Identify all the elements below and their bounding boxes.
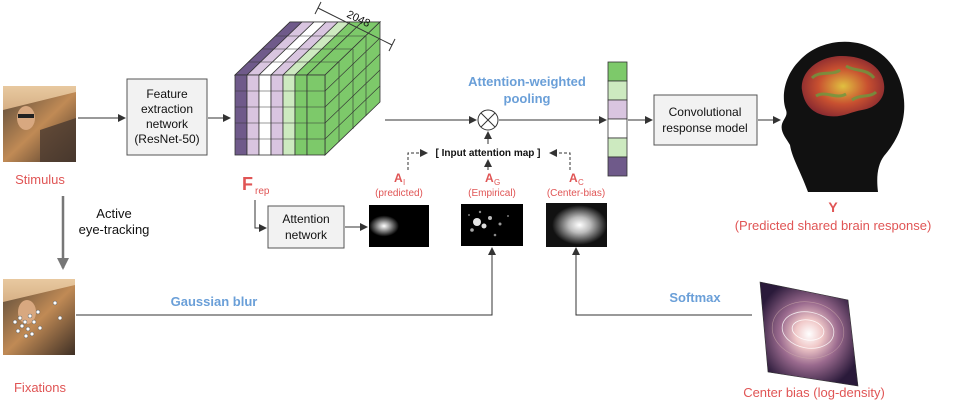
a-i-sub: I bbox=[403, 178, 405, 187]
a-g-label: A G (Empirical) bbox=[468, 171, 516, 199]
y-label: Y bbox=[828, 199, 838, 215]
eye-tracking-line2: eye-tracking bbox=[79, 222, 150, 237]
stimulus-label: Stimulus bbox=[15, 172, 65, 187]
feature-extraction-box: Feature extraction network (ResNet-50) bbox=[126, 78, 208, 156]
stimulus-image bbox=[3, 86, 76, 162]
a-i-main: A bbox=[394, 171, 403, 185]
a-c-label: A C (Center-bias) bbox=[547, 171, 605, 199]
center-bias-attention-map bbox=[546, 203, 607, 247]
f-rep-label: F rep bbox=[242, 174, 270, 197]
feature-cube bbox=[234, 21, 381, 156]
predicted-attention-map bbox=[369, 205, 429, 247]
fixations-image bbox=[3, 279, 75, 355]
a-c-desc: (Center-bias) bbox=[547, 188, 605, 199]
a-c-main: A bbox=[569, 171, 578, 185]
conv-response-line1: Convolutional bbox=[669, 105, 742, 119]
conv-response-box: Convolutional response model bbox=[653, 94, 758, 146]
feature-extraction-line1: Feature bbox=[146, 87, 188, 101]
feature-extraction-line3: network bbox=[146, 117, 189, 131]
feature-extraction-line2: extraction bbox=[141, 102, 193, 116]
feature-extraction-line4: (ResNet-50) bbox=[134, 132, 199, 146]
multiply-icon bbox=[477, 109, 499, 131]
attention-network-box: Attention network bbox=[267, 205, 345, 249]
center-bias-image bbox=[759, 281, 859, 387]
dashed-arrow-ac bbox=[549, 149, 571, 170]
softmax-label: Softmax bbox=[669, 290, 721, 305]
gaussian-blur-label: Gaussian blur bbox=[171, 294, 258, 309]
a-g-main: A bbox=[485, 171, 494, 185]
a-c-sub: C bbox=[578, 178, 584, 187]
input-attention-map-label: [ Input attention map ] bbox=[436, 148, 541, 159]
arrow-cube-to-attention bbox=[254, 200, 267, 232]
attention-weighted-line1: Attention-weighted bbox=[468, 74, 586, 89]
y-desc: (Predicted shared brain response) bbox=[735, 218, 932, 233]
pooled-feature-vector bbox=[607, 61, 628, 177]
f-rep-sub: rep bbox=[255, 186, 270, 197]
eye-tracking-line1: Active bbox=[96, 206, 131, 221]
a-i-label: A I (predicted) bbox=[375, 171, 423, 199]
center-bias-label: Center bias (log-density) bbox=[743, 385, 885, 400]
a-g-desc: (Empirical) bbox=[468, 188, 516, 199]
f-rep-main: F bbox=[242, 174, 253, 194]
attention-network-line2: network bbox=[285, 228, 328, 242]
arrow-gaussian-blur bbox=[76, 247, 496, 316]
dashed-arrow-ai bbox=[407, 149, 428, 170]
empirical-attention-map bbox=[461, 204, 523, 246]
attention-weighted-line2: pooling bbox=[504, 91, 551, 106]
a-g-sub: G bbox=[494, 178, 500, 187]
arrow-softmax bbox=[572, 247, 752, 316]
a-i-desc: (predicted) bbox=[375, 188, 423, 199]
attention-network-line1: Attention bbox=[282, 212, 329, 226]
brain-icon bbox=[801, 56, 885, 117]
fixations-label: Fixations bbox=[14, 380, 67, 395]
conv-response-line2: response model bbox=[662, 121, 747, 135]
